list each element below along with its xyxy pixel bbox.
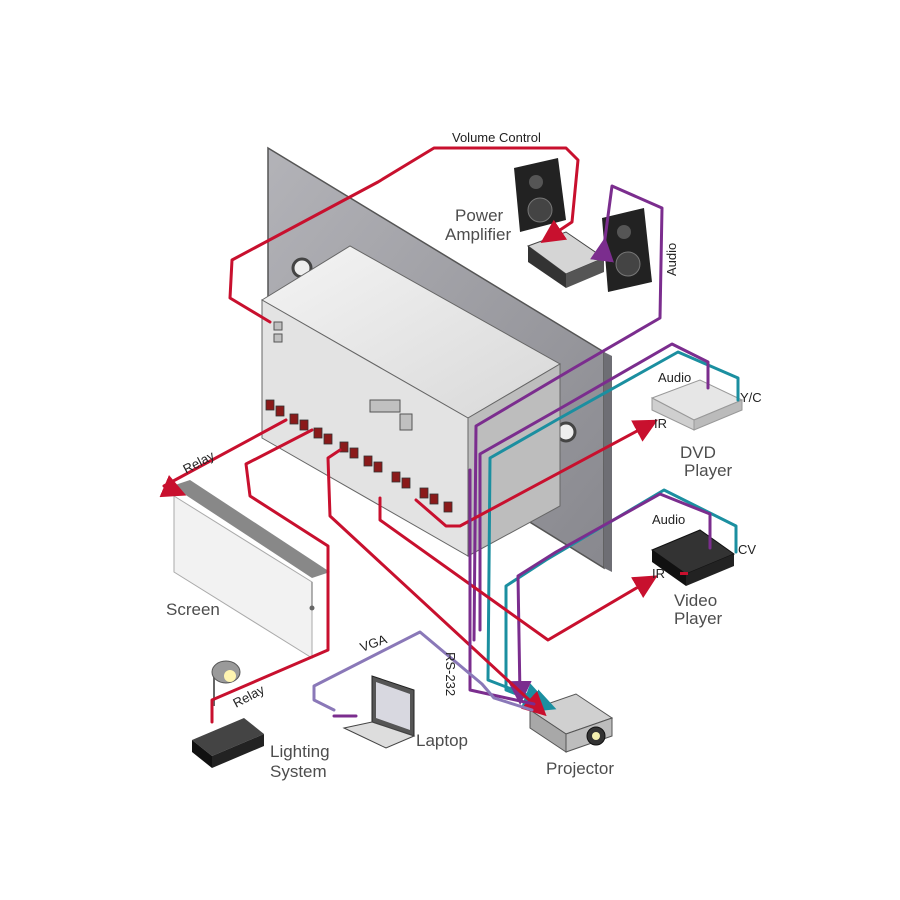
dvd-player-label-1: DVD bbox=[680, 443, 716, 462]
terminal-strip bbox=[265, 399, 453, 513]
dvd-player-label-2: Player bbox=[684, 461, 733, 480]
speaker-right-icon bbox=[602, 208, 652, 292]
lighting-system-label-1: Lighting bbox=[270, 742, 330, 761]
laptop-icon bbox=[342, 675, 416, 749]
audio-amp-label: Audio bbox=[664, 243, 679, 276]
video-player-label-1: Video bbox=[674, 591, 717, 610]
dvd-ir-label: IR bbox=[654, 416, 667, 431]
cables bbox=[159, 146, 740, 724]
rs232-label: RS-232 bbox=[443, 652, 458, 696]
video-ir-label: IR bbox=[652, 566, 665, 581]
volume-control-label: Volume Control bbox=[452, 130, 541, 145]
laptop-label: Laptop bbox=[416, 731, 468, 750]
projection-screen-icon bbox=[172, 480, 330, 659]
video-player-icon bbox=[650, 529, 736, 586]
lighting-system-icon bbox=[192, 718, 264, 768]
power-amplifier-label-2: Amplifier bbox=[445, 225, 511, 244]
lighting-relay-label: Relay bbox=[230, 682, 267, 711]
projector-label: Projector bbox=[546, 759, 614, 778]
screen-relay-label: Relay bbox=[180, 448, 217, 477]
dvd-audio-label: Audio bbox=[658, 370, 691, 385]
speaker-left-icon bbox=[514, 158, 566, 232]
video-cv-label: CV bbox=[738, 542, 756, 557]
dvd-player-icon bbox=[650, 379, 744, 431]
amplifier-icon bbox=[526, 231, 606, 288]
power-amplifier-label-1: Power bbox=[455, 206, 504, 225]
video-player-label-2: Player bbox=[674, 609, 723, 628]
video-audio-label: Audio bbox=[652, 512, 685, 527]
lighting-system-label-2: System bbox=[270, 762, 327, 781]
dvd-yc-label: Y/C bbox=[740, 390, 762, 405]
front-panel-buttons bbox=[273, 321, 413, 431]
screen-label: Screen bbox=[166, 600, 220, 619]
